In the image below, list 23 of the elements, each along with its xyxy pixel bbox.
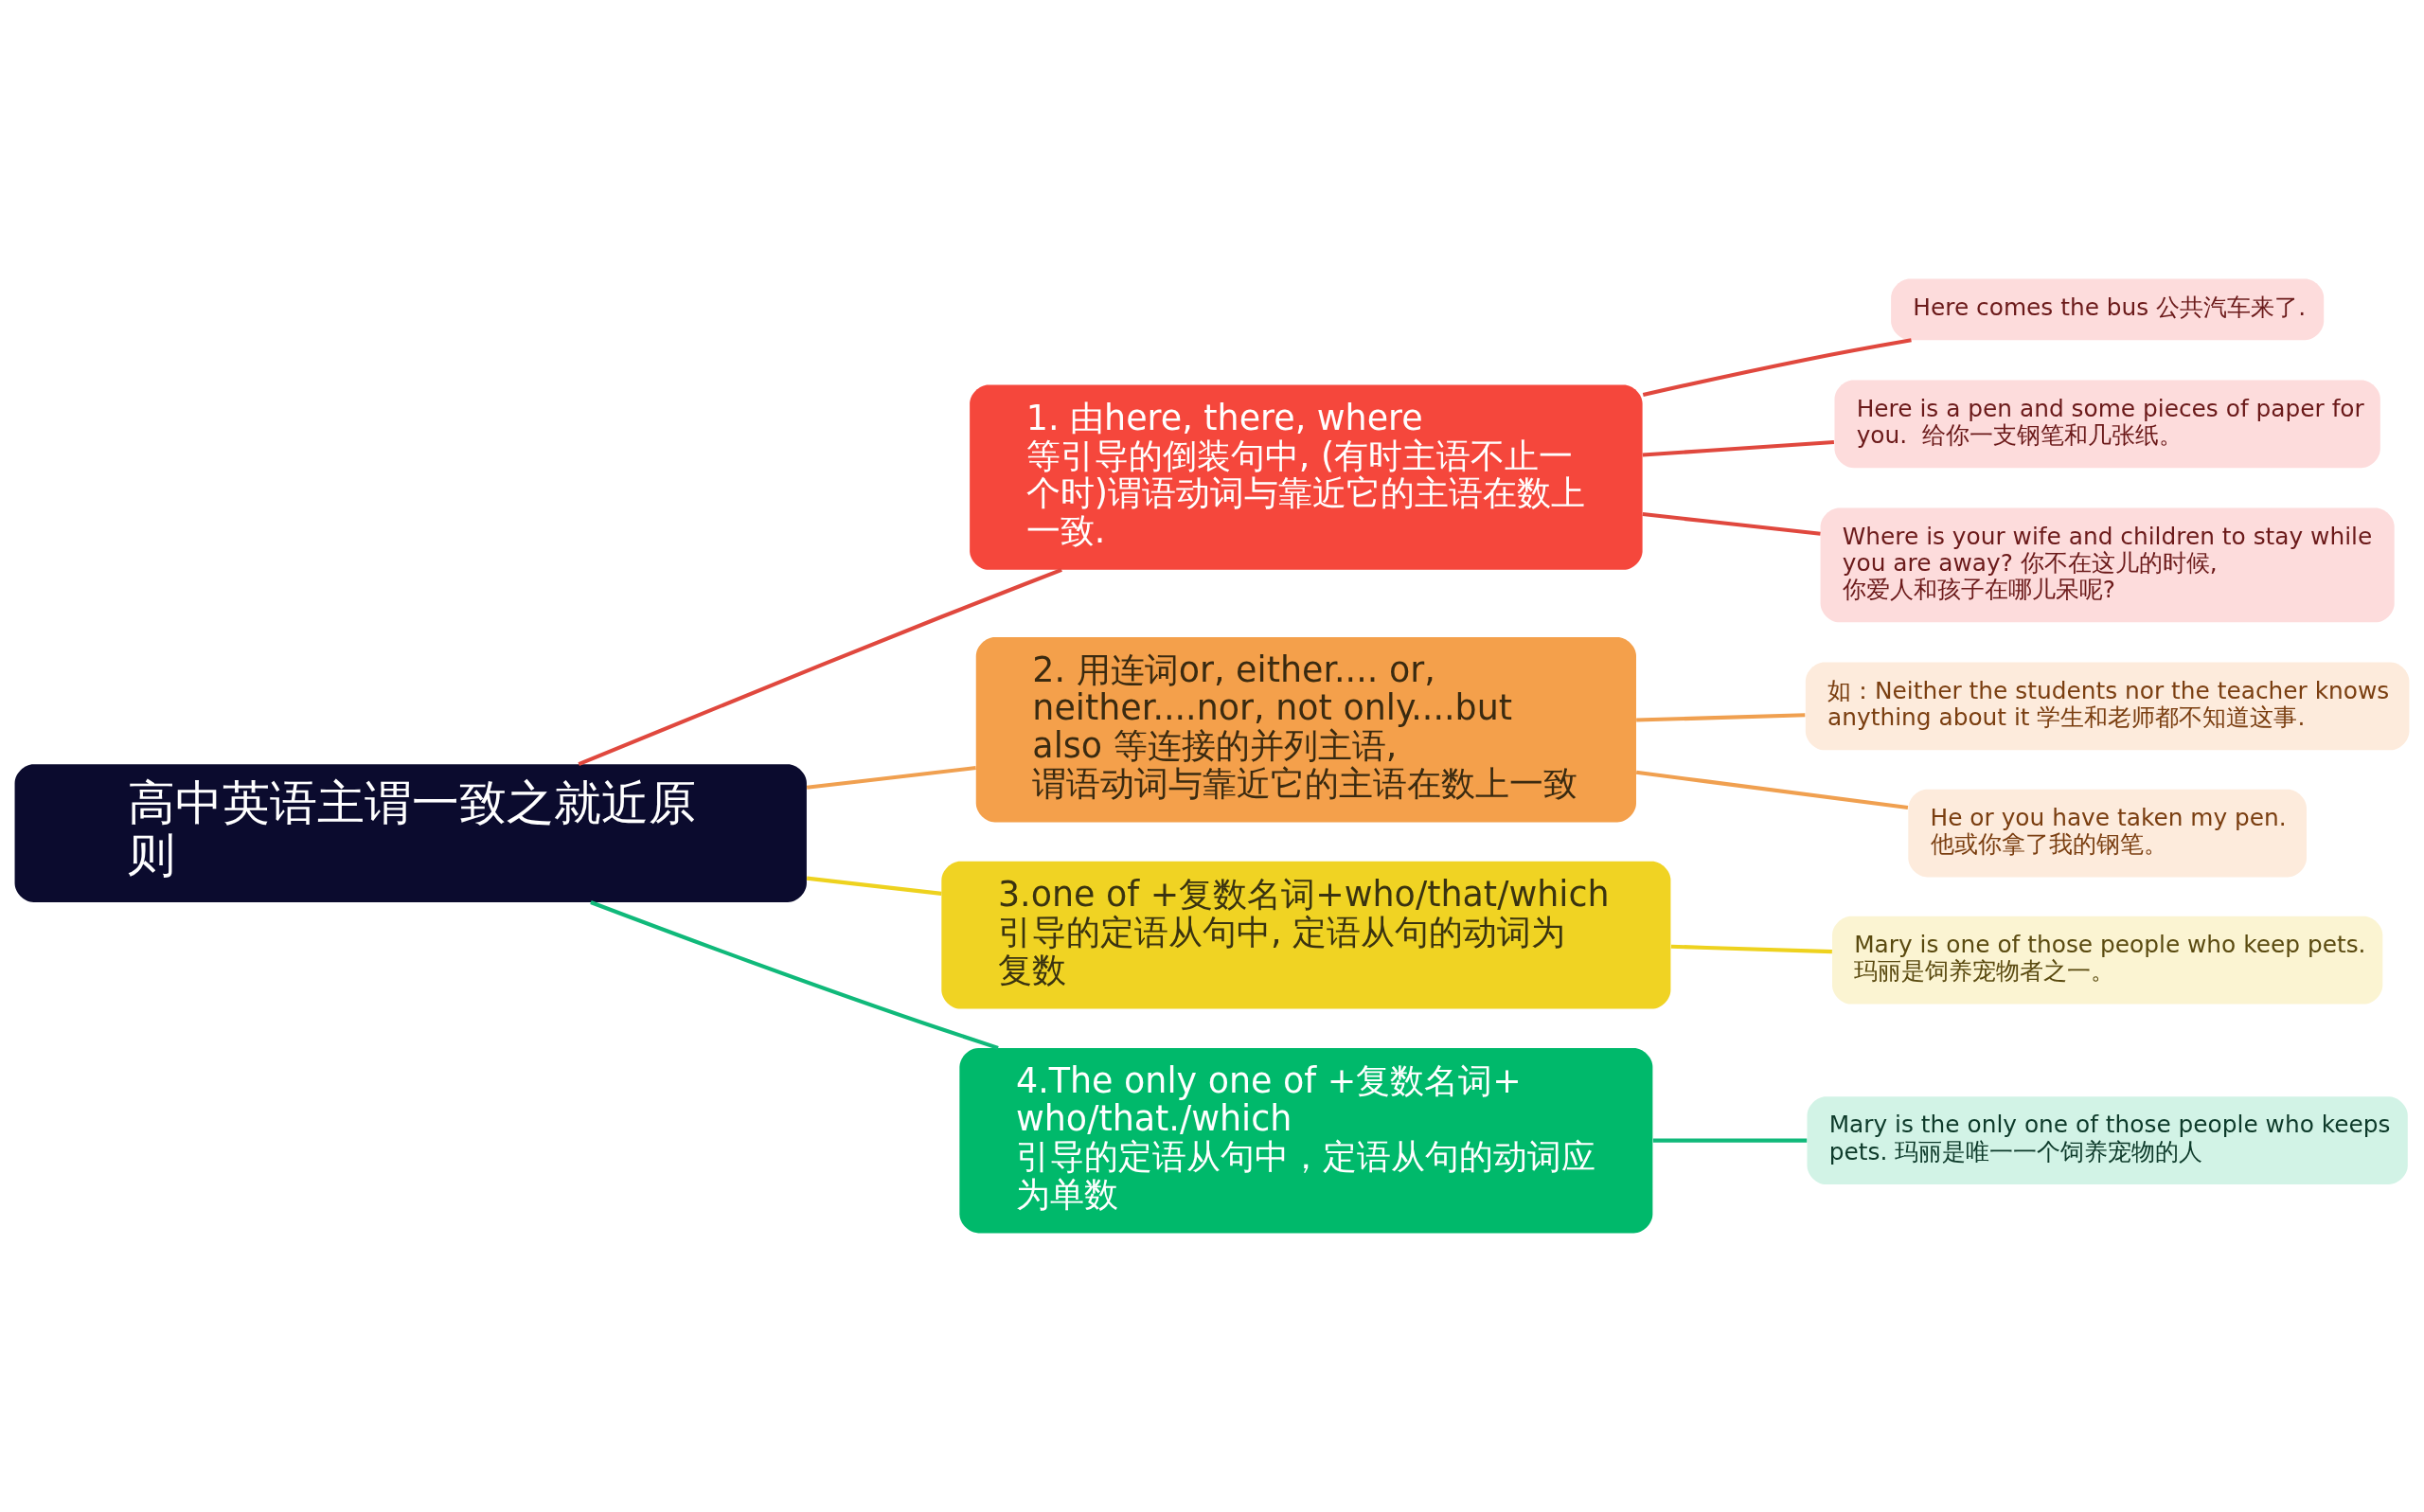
- connector: [1670, 944, 1832, 954]
- connector: [1635, 770, 1909, 809]
- node-box: Here comes the bus 公共汽车来了.: [1891, 278, 2325, 341]
- connector: [806, 765, 976, 790]
- connector: [1636, 713, 1806, 722]
- node-box: Mary is one of those people who keep pets. 玛丽是饲养宠物者之一。: [1832, 916, 2383, 1005]
- node-box: 高中英语主谓一致之就近原则: [14, 764, 807, 902]
- connector: [578, 567, 1062, 766]
- node-box: He or you have taken my pen. 他或你拿了我的钢笔。: [1908, 789, 2307, 878]
- node-box: Mary is the only one of those people who keeps pets. 玛丽是唯一一个饲养宠物的人: [1807, 1096, 2408, 1185]
- node-box: 2. 用连词or, either.... or, neither....nor, not only....but also 等连接的并列主语, 谓语动词与靠近它的主语在数上一致: [975, 637, 1636, 823]
- node-box: Where is your wife and children to stay while you are away? 你不在这儿的时候, 你爱人和孩子在哪儿呆呢?: [1820, 507, 2395, 623]
- connector: [806, 876, 942, 896]
- node-box: 如：Neither the students nor the teacher knows anything about it 学生和老师都不知道这事.: [1805, 662, 2410, 751]
- node-box: 3.one of +复数名词+who/that/which 引导的定语从句中, 定语从句的动词为复数: [941, 861, 1671, 1009]
- node-box: 4.The only one of +复数名词+ who/that./which 引导的定语从句中，定语从句的动词应为单数: [959, 1047, 1653, 1234]
- connector: [1642, 512, 1821, 536]
- connector: [1652, 1138, 1808, 1143]
- connector: [590, 900, 999, 1050]
- connector: [1642, 439, 1835, 457]
- connector: [1642, 338, 1912, 398]
- node-box: Here is a pen and some pieces of paper for you. 给你一支钢笔和几张纸。: [1834, 380, 2380, 469]
- node-box: 1. 由here, there, where 等引导的倒装句中, (有时主语不止一个时)谓语动词与靠近它的主语在数上一致.: [970, 384, 1643, 570]
